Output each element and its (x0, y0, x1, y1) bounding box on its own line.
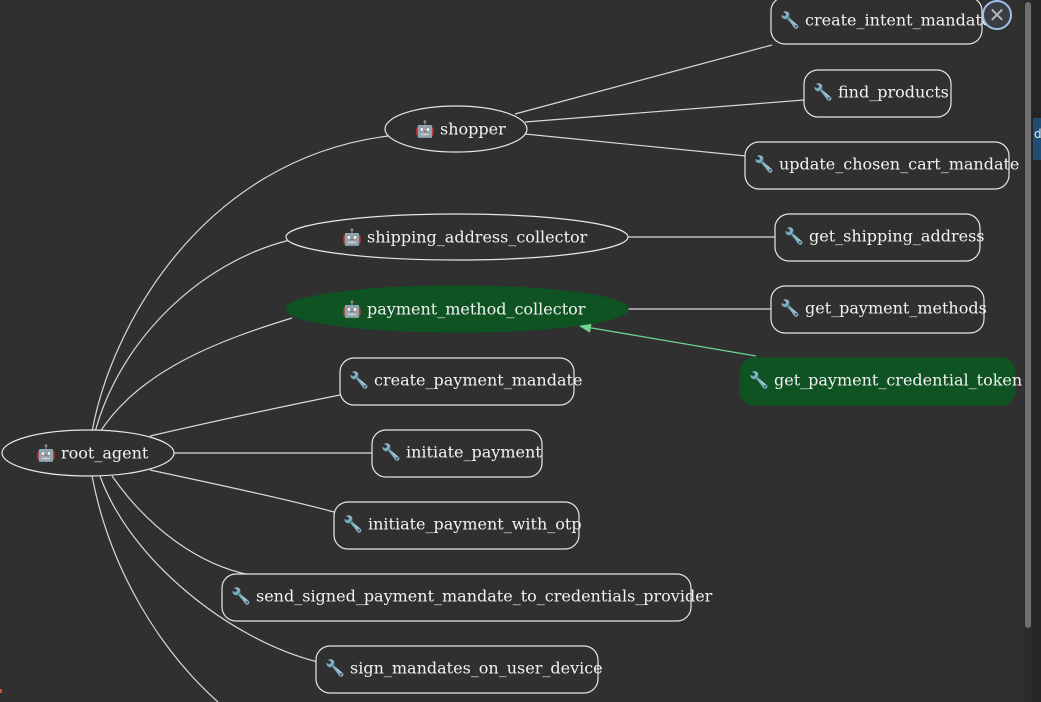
tool-node-initiate-payment[interactable]: 🔧 initiate_payment (371, 429, 543, 478)
edge-root-offscreen (91, 475, 219, 702)
agent-node-payment-method-collector[interactable]: 🤖 payment_method_collector (285, 285, 629, 333)
close-button[interactable]: ✕ (982, 0, 1012, 30)
agent-label: payment_method_collector (367, 300, 586, 319)
tool-node-create-intent-mandate[interactable]: 🔧 create_intent_mandate (770, 0, 991, 45)
agent-label: root_agent (61, 444, 149, 463)
scrollbar-thumb[interactable] (1025, 2, 1031, 628)
edge-root-create-payment-mandate (149, 394, 341, 437)
robot-icon: 🤖 (342, 228, 362, 247)
tool-node-get-payment-methods[interactable]: 🔧 get_payment_methods (770, 285, 987, 334)
tool-node-find-products[interactable]: 🔧 find_products (803, 69, 952, 118)
edge-root-sign-mandates (99, 475, 319, 663)
wrench-icon: 🔧 (780, 299, 800, 318)
agent-node-root[interactable]: 🤖 root_agent (1, 429, 175, 477)
tool-label: get_payment_credential_token (774, 371, 1022, 390)
tool-node-get-payment-credential-token[interactable]: 🔧 get_payment_credential_token (739, 357, 1022, 406)
tool-label: find_products (838, 83, 949, 102)
corner-marker (0, 689, 2, 693)
tool-node-create-payment-mandate[interactable]: 🔧 create_payment_mandate (339, 357, 582, 406)
wrench-icon: 🔧 (784, 227, 804, 246)
edge-shopper-update-cart (524, 133, 747, 157)
tool-label: update_chosen_cart_mandate (779, 155, 1019, 174)
tool-node-sign-mandates-on-user-device[interactable]: 🔧 sign_mandates_on_user_device (315, 645, 603, 694)
tool-node-get-shipping-address[interactable]: 🔧 get_shipping_address (774, 213, 984, 262)
wrench-icon: 🔧 (754, 155, 774, 174)
wrench-icon: 🔧 (749, 371, 769, 390)
edges (91, 44, 805, 702)
tool-node-update-chosen-cart-mandate[interactable]: 🔧 update_chosen_cart_mandate (744, 141, 1019, 190)
robot-icon: 🤖 (36, 444, 56, 463)
agent-node-shipping-address-collector[interactable]: 🤖 shipping_address_collector (285, 213, 629, 261)
tool-label: sign_mandates_on_user_device (350, 659, 603, 678)
tool-node-initiate-payment-with-otp[interactable]: 🔧 initiate_payment_with_otp (333, 501, 582, 550)
robot-icon: 🤖 (415, 120, 435, 139)
gutter-tab[interactable] (1033, 118, 1041, 160)
agent-node-shopper[interactable]: 🤖 shopper (384, 105, 528, 153)
tool-label: get_shipping_address (809, 227, 984, 246)
wrench-icon: 🔧 (813, 83, 833, 102)
tool-label: get_payment_methods (805, 299, 987, 318)
robot-icon: 🤖 (342, 300, 362, 319)
right-gutter (1032, 0, 1041, 702)
edge-shopper-create-intent (514, 44, 773, 115)
tool-node-send-signed-payment-mandate[interactable]: 🔧 send_signed_payment_mandate_to_credent… (221, 573, 713, 622)
edge-root-payment (99, 317, 293, 433)
tool-label: send_signed_payment_mandate_to_credentia… (256, 587, 713, 606)
wrench-icon: 🔧 (780, 11, 800, 30)
wrench-icon: 🔧 (349, 371, 369, 390)
edge-root-shopper (91, 135, 389, 433)
tool-label: initiate_payment_with_otp (368, 515, 582, 534)
tool-label: create_payment_mandate (374, 371, 582, 390)
tool-label: create_intent_mandate (805, 11, 991, 30)
wrench-icon: 🔧 (231, 587, 251, 606)
wrench-icon: 🔧 (381, 443, 401, 462)
edge-root-shipping (94, 239, 291, 433)
agent-label: shipping_address_collector (367, 228, 588, 247)
edge-shopper-find-products (524, 99, 805, 123)
wrench-icon: 🔧 (343, 515, 363, 534)
edge-payment-credential-token (579, 322, 757, 357)
agent-label: shopper (440, 120, 506, 139)
close-icon: ✕ (988, 3, 1006, 27)
tool-label: initiate_payment (406, 443, 542, 462)
gutter-tab-label: d (1034, 127, 1041, 141)
wrench-icon: 🔧 (325, 659, 345, 678)
edge-root-send-signed (111, 475, 251, 576)
edge-root-initiate-payment-otp (149, 469, 335, 513)
